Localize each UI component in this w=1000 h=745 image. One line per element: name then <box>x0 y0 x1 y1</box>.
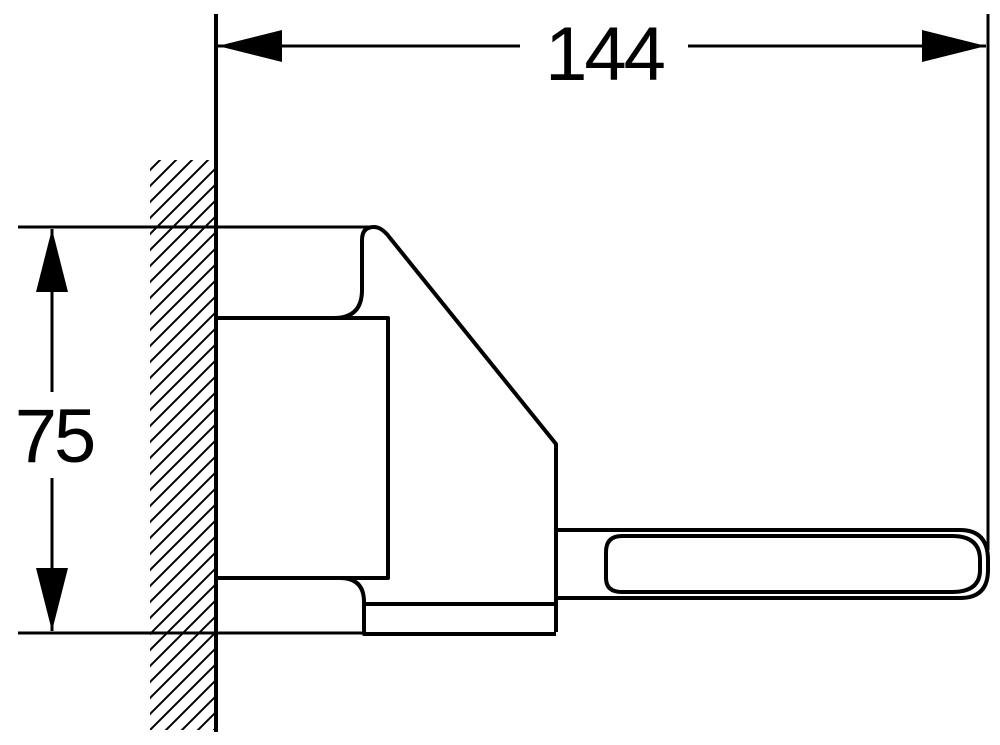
bracket-lower <box>218 576 556 636</box>
width-arrow-right <box>922 30 986 62</box>
mounting-plate <box>218 316 390 580</box>
arm-bar <box>556 528 990 600</box>
height-label: 75 <box>15 394 94 479</box>
width-dimension: 144 <box>218 12 990 550</box>
width-label: 144 <box>545 12 665 97</box>
arm-end-cap <box>604 534 982 594</box>
height-arrow-bottom <box>36 568 68 631</box>
wall-hatching <box>150 160 216 730</box>
bracket-upper <box>218 225 558 632</box>
height-arrow-top <box>36 229 68 292</box>
product-outline <box>218 225 990 636</box>
width-arrow-left <box>218 30 282 62</box>
height-dimension: 75 <box>15 225 370 635</box>
